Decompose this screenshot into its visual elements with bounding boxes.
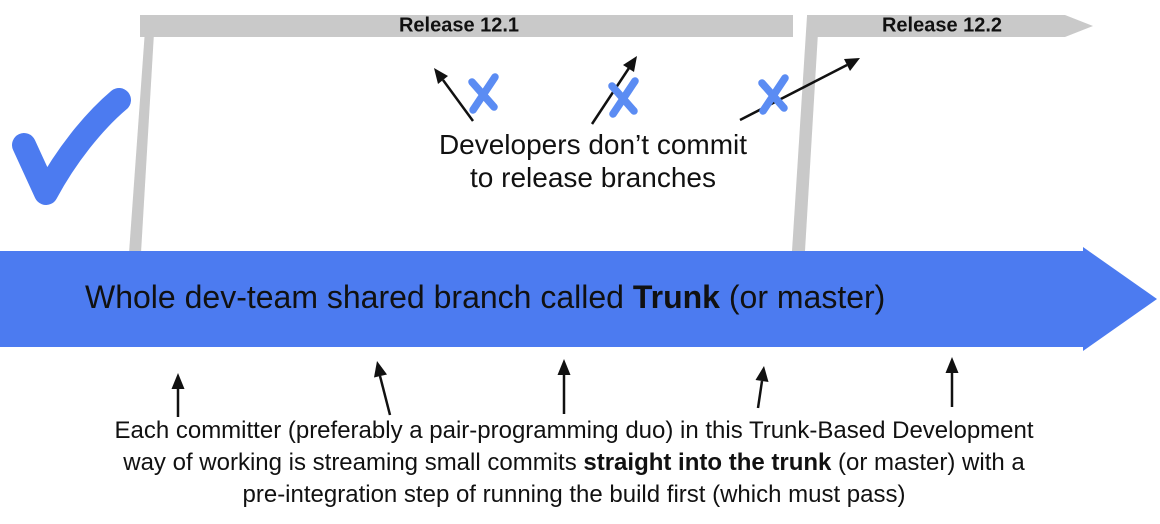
release-12-2-label: Release 12.2 [881, 14, 1003, 37]
trunk-label-suffix: (or master) [719, 279, 886, 316]
committers-note: Each committer (preferably a pair-progra… [114, 415, 1033, 511]
trunk-label-prefix: Whole dev-team shared branch called [85, 279, 633, 316]
committers-note-line2-bold: straight into the trunk [583, 449, 832, 476]
commit-arrow-3 [557, 359, 571, 414]
commit-arrow-4 [755, 366, 769, 409]
committers-note-line1: Each committer (preferably a pair-progra… [114, 417, 1034, 444]
release-12-2-branch-bar [807, 15, 1093, 37]
committers-note-line2-pre: way of working is streaming small commit… [123, 449, 584, 476]
no-commit-note: Developers don’t commit to release branc… [439, 128, 747, 194]
release-12-1-label: Release 12.1 [398, 14, 520, 37]
no-commit-arrow-3 [739, 58, 860, 122]
x-mark-icon-2 [608, 77, 639, 118]
commit-arrow-2 [374, 361, 392, 416]
committers-note-line2-post: (or master) with a [831, 449, 1025, 476]
committers-note-line2: way of working is streaming small commit… [114, 447, 1033, 479]
commit-arrow-1 [171, 373, 185, 417]
trunk-label-bold: Trunk [632, 279, 720, 316]
no-commit-note-line1: Developers don’t commit [438, 129, 748, 160]
x-mark-icon-1 [468, 73, 499, 114]
checkmark-icon [12, 88, 131, 205]
no-commit-arrow-2 [590, 56, 637, 125]
release-12-1-branch-bar [140, 15, 793, 37]
release-12-1-connector [129, 16, 155, 253]
committers-note-line3: pre-integration step of running the buil… [242, 481, 906, 508]
commit-arrow-5 [945, 357, 959, 407]
release-12-2-connector [792, 16, 819, 251]
trunk-arrow [0, 247, 1157, 351]
no-commit-arrow-1 [434, 68, 475, 122]
no-commit-note-line2: to release branches [470, 162, 716, 193]
trunk-label: Whole dev-team shared branch called Trun… [85, 279, 885, 316]
x-mark-icon-3 [758, 74, 789, 115]
